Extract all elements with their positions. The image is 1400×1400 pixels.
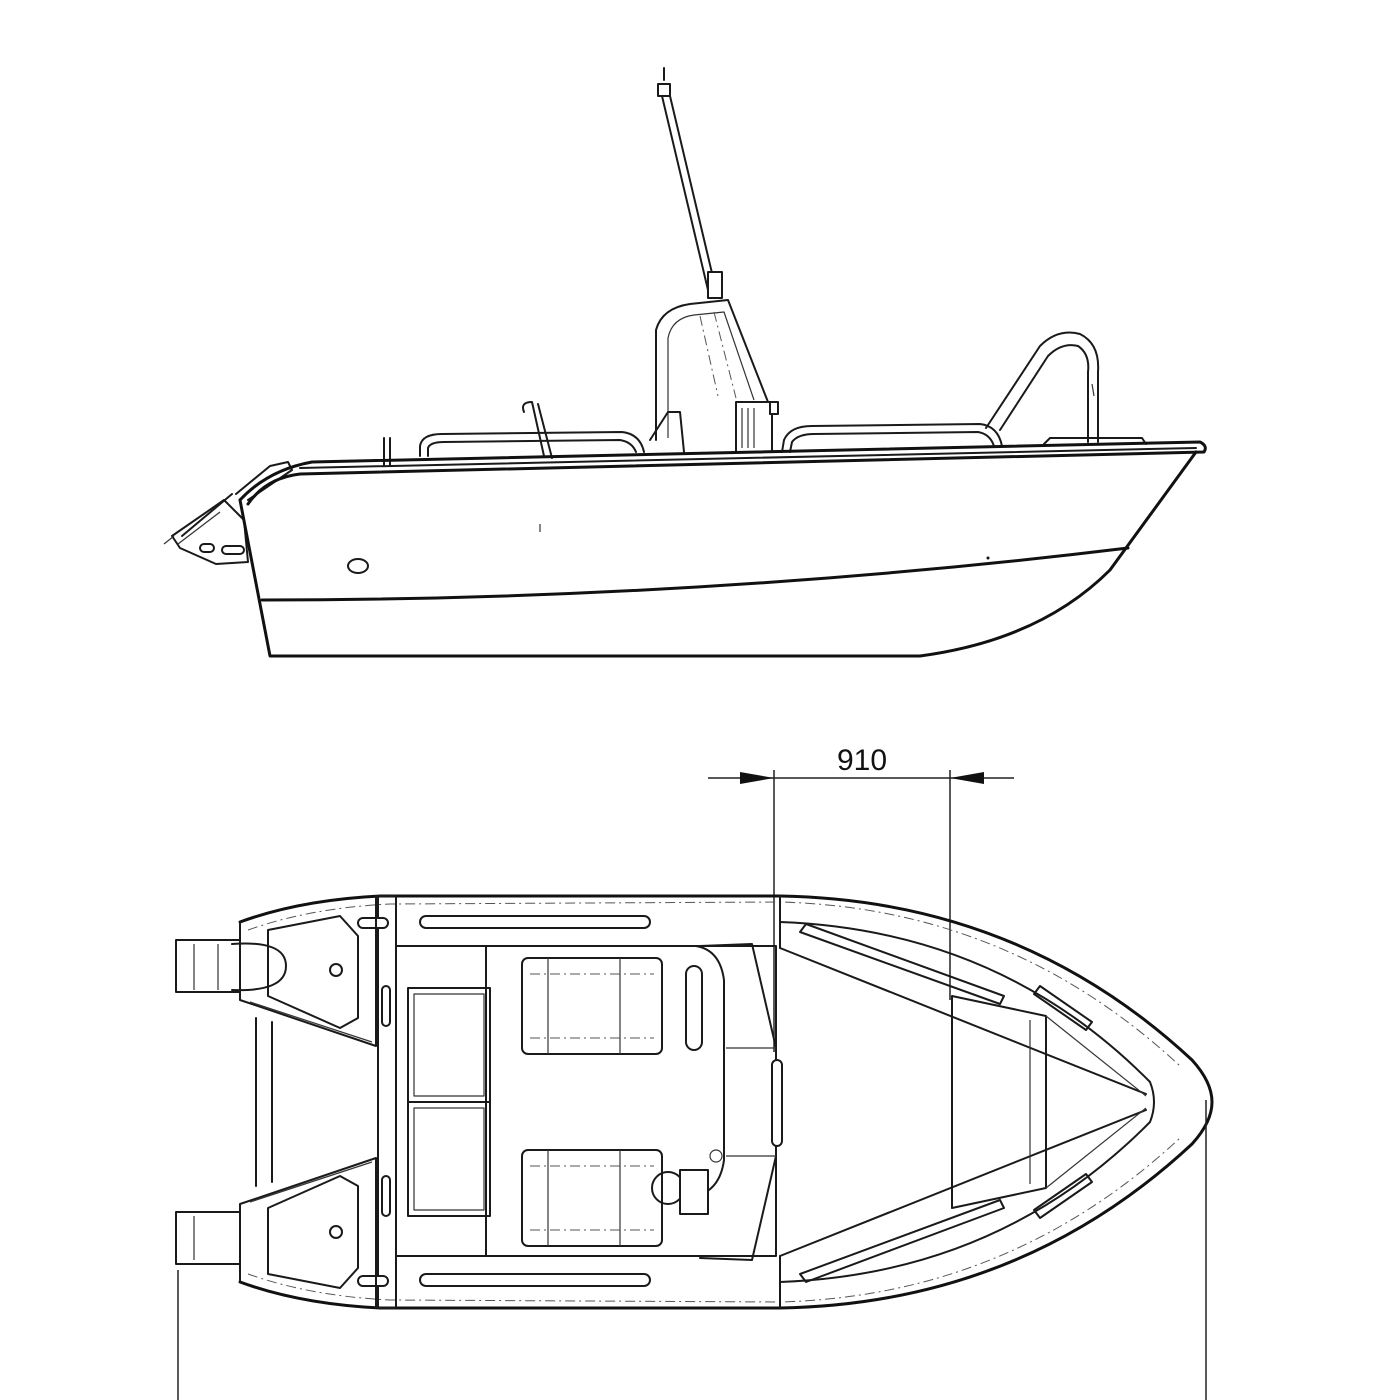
seat-starboard <box>521 1149 663 1247</box>
dimension-910: 910 <box>708 744 1014 1052</box>
stern-bench <box>407 945 491 1257</box>
tube-handle <box>419 915 651 929</box>
console-top <box>651 943 783 1261</box>
motor-bracket-starboard <box>175 1211 241 1265</box>
inner-deck-edge <box>779 921 1155 1283</box>
center-console <box>649 299 779 453</box>
bow-rail <box>985 331 1100 443</box>
top-view <box>175 894 1214 1400</box>
stern-bracket <box>163 461 293 565</box>
dimension-arrow-right <box>950 772 984 784</box>
outer-tube <box>238 894 1214 1310</box>
starboard-sponson <box>239 1157 377 1309</box>
tube-handle <box>419 1273 651 1287</box>
side-view <box>163 67 1207 658</box>
antenna-mast <box>657 67 723 299</box>
dimension-arrow-left <box>740 772 774 784</box>
hull <box>238 440 1207 658</box>
seat-post <box>522 401 553 459</box>
dimension-label: 910 <box>837 744 887 777</box>
motor-bracket-port <box>175 939 287 993</box>
fwd-handrail <box>781 423 1003 453</box>
port-sponson <box>239 895 377 1047</box>
seat-port <box>521 957 663 1055</box>
transom <box>377 895 397 1309</box>
bow-hatch <box>1043 437 1147 445</box>
bow-locker <box>951 995 1047 1209</box>
